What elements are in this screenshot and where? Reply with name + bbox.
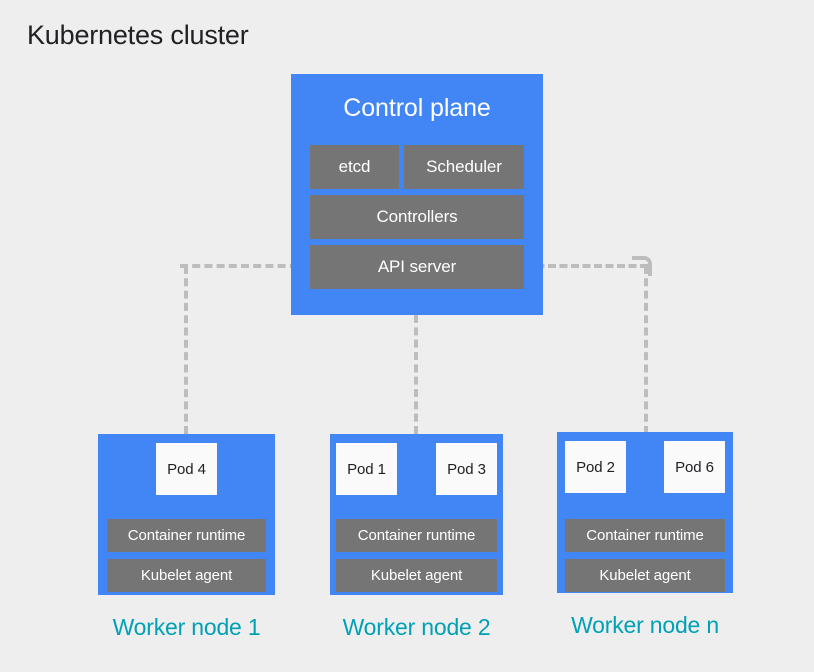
worker-node-1-caption: Worker node 1 <box>112 614 261 640</box>
pod-4[interactable]: Pod 4 <box>156 443 217 495</box>
worker-node-n-box[interactable]: Pod 2 Pod 6 Container runtime Kubelet ag… <box>557 432 733 593</box>
worker-node-2-container-runtime[interactable]: Container runtime <box>336 519 497 552</box>
control-plane-component-etcd[interactable]: etcd <box>310 145 399 189</box>
control-plane-box[interactable]: Control plane etcd Scheduler Controllers… <box>291 74 543 315</box>
worker-node-1-kubelet-agent[interactable]: Kubelet agent <box>107 559 266 592</box>
connector-drop-node-1 <box>184 266 188 434</box>
worker-node-2-box[interactable]: Pod 1 Pod 3 Container runtime Kubelet ag… <box>330 434 503 595</box>
connector-drop-node-2 <box>414 315 418 434</box>
worker-node-n-container-runtime[interactable]: Container runtime <box>565 519 725 552</box>
pod-3[interactable]: Pod 3 <box>436 443 497 495</box>
connector-elbow-right <box>632 256 652 276</box>
connector-bus-left <box>180 264 310 268</box>
worker-node-n-kubelet-agent[interactable]: Kubelet agent <box>565 559 725 592</box>
pod-2[interactable]: Pod 2 <box>565 441 626 493</box>
control-plane-title: Control plane <box>343 94 491 122</box>
worker-node-2-caption: Worker node 2 <box>342 614 491 640</box>
pod-6[interactable]: Pod 6 <box>664 441 725 493</box>
worker-node-n-caption: Worker node n <box>571 612 719 638</box>
connector-drop-node-n <box>644 266 648 434</box>
worker-node-1-box[interactable]: Pod 4 Container runtime Kubelet agent <box>98 434 275 595</box>
page-title: Kubernetes cluster <box>27 20 249 50</box>
worker-node-1-container-runtime[interactable]: Container runtime <box>107 519 266 552</box>
pod-1[interactable]: Pod 1 <box>336 443 397 495</box>
worker-node-2-kubelet-agent[interactable]: Kubelet agent <box>336 559 497 592</box>
control-plane-component-controllers[interactable]: Controllers <box>310 195 524 239</box>
connector-bus-right <box>525 264 648 268</box>
control-plane-component-api-server[interactable]: API server <box>310 245 524 289</box>
control-plane-component-scheduler[interactable]: Scheduler <box>404 145 524 189</box>
